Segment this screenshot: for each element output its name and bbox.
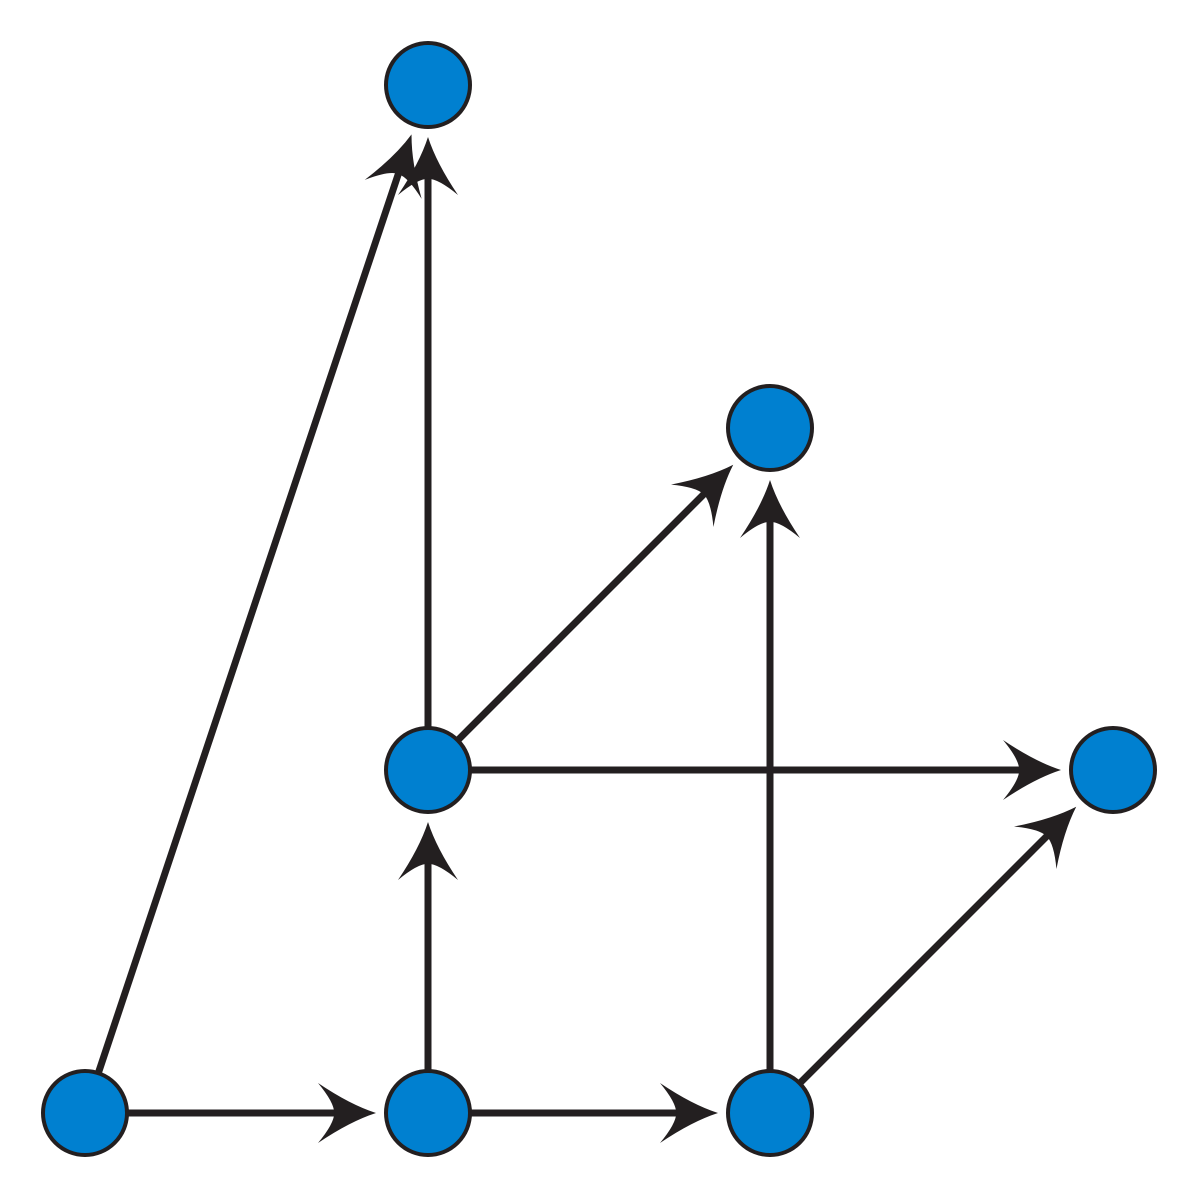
graph-node-n3 xyxy=(726,1069,814,1157)
graph-node-n2 xyxy=(384,1069,472,1157)
arrowhead-icon xyxy=(318,1083,376,1143)
edge-n2-to-n4 xyxy=(398,822,458,1071)
edge-n4-to-n7 xyxy=(398,137,458,728)
edge-line xyxy=(797,828,1055,1086)
arrowhead-icon xyxy=(398,137,458,195)
nodes-layer xyxy=(41,41,1157,1157)
arrowhead-icon xyxy=(364,134,422,199)
edge-n4-to-n6 xyxy=(455,464,734,743)
arrowhead-icon xyxy=(1003,740,1061,800)
arrowhead-icon xyxy=(660,1083,718,1143)
edge-n3-to-n6 xyxy=(740,480,800,1071)
edge-n1-to-n7 xyxy=(94,134,422,1075)
edge-n4-to-n5 xyxy=(470,740,1061,800)
edge-n1-to-n2 xyxy=(127,1083,376,1143)
arrowhead-icon xyxy=(1014,806,1077,869)
graph-node-n1 xyxy=(41,1069,129,1157)
graph-node-n7 xyxy=(384,41,472,129)
graph-node-n5 xyxy=(1069,726,1157,814)
edge-n3-to-n5 xyxy=(797,806,1077,1086)
arrowhead-icon xyxy=(671,464,734,527)
edge-n2-to-n3 xyxy=(470,1083,718,1143)
edge-line xyxy=(455,486,712,743)
edge-line xyxy=(94,166,404,1075)
graph-node-n4 xyxy=(384,726,472,814)
edges-layer xyxy=(94,134,1077,1143)
graph-node-n6 xyxy=(726,384,814,472)
arrowhead-icon xyxy=(398,822,458,880)
arrowhead-icon xyxy=(740,480,800,538)
